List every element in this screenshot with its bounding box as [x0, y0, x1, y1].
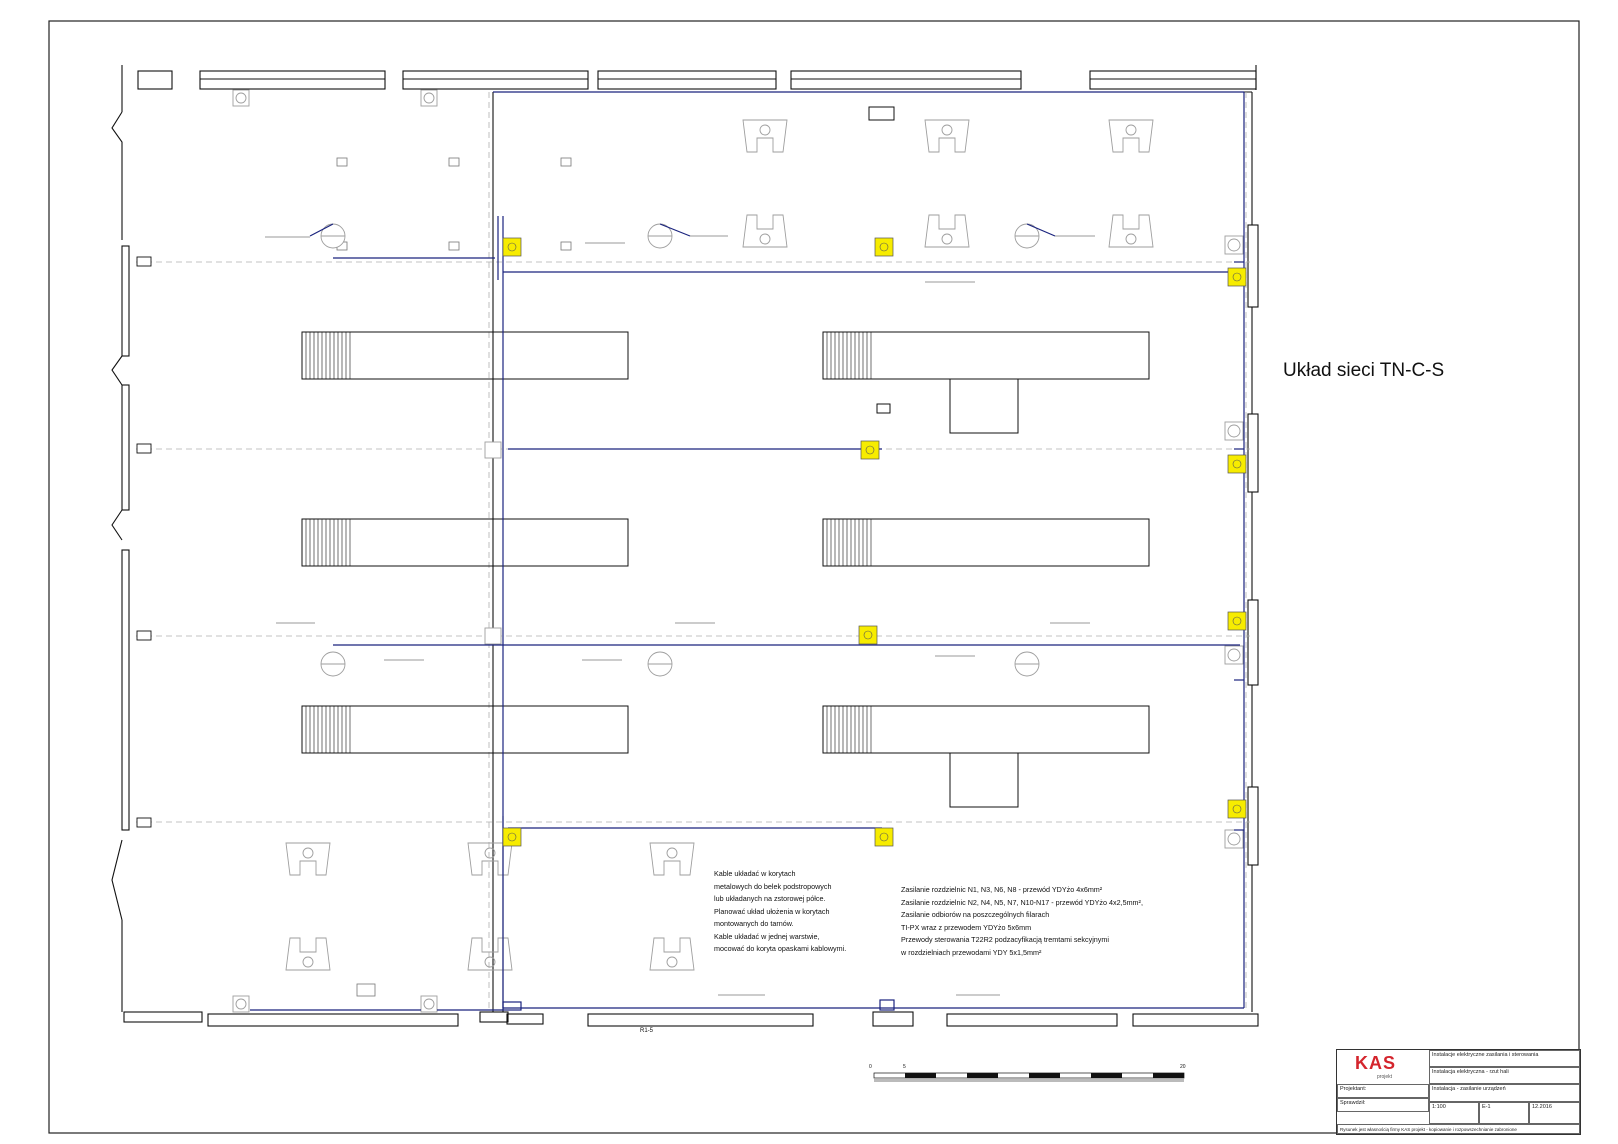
- network-system-label: Układ sieci TN-C-S: [1283, 360, 1445, 381]
- designer-field: Projektant:: [1337, 1084, 1429, 1098]
- note-line: metalowych do belek podstropowych: [714, 881, 832, 891]
- note-line: Kable układać w korytach: [714, 869, 796, 878]
- scale-bar: [873, 1072, 1185, 1082]
- bed-stripes: [305, 332, 872, 753]
- drawing-title: Instalacja elektryczna - rzut hali: [1429, 1067, 1580, 1084]
- cable-routing-note: Kable układać w korytach metalowych do b…: [714, 868, 846, 956]
- logo-subtext: projekt: [1377, 1074, 1393, 1080]
- scale-right-label: 20: [1180, 1064, 1186, 1070]
- sheet-title: Instalacja - zasilanie urządzeń: [1429, 1084, 1580, 1102]
- panel-circles: [507, 242, 1242, 842]
- column-markers: [136, 256, 152, 828]
- ceiling-fixtures: [336, 157, 572, 997]
- date-field: 12.2016: [1529, 1102, 1580, 1124]
- machine-symbols: [285, 119, 1154, 971]
- distribution-panels: [502, 237, 1247, 847]
- scale-field: 1:100: [1429, 1102, 1479, 1124]
- note-line: Zasilanie odbiorów na poszczególnych fil…: [901, 910, 1050, 919]
- title-block: KAS projekt Instalacje elektryczne zasil…: [1336, 1049, 1581, 1135]
- note-line: Kable układać w jednej warstwie,: [714, 931, 820, 941]
- project-name: Instalacje elektryczne zasilania i stero…: [1429, 1050, 1580, 1067]
- scale-left-label: 0: [869, 1064, 872, 1070]
- machine-beds: [301, 106, 1150, 808]
- note-line: Zasilanie rozdzielnic N2, N4, N5, N7, N1…: [901, 897, 1143, 907]
- checker-field: Sprawdził:: [1337, 1098, 1429, 1112]
- note-line: Zasilanie rozdzielnic N1, N3, N6, N8 - p…: [901, 885, 1103, 894]
- note-line: Przewody sterowania T22R2 podzacyfikacją…: [901, 935, 1109, 944]
- supply-note: Zasilanie rozdzielnic N1, N3, N6, N8 - p…: [901, 884, 1143, 959]
- note-line: montowanych do tarnów.: [714, 919, 794, 928]
- company-logo: KAS projekt: [1341, 1053, 1429, 1081]
- footer-note: Rysunek jest własnością firmy KAS projek…: [1337, 1124, 1580, 1134]
- note-line: lub układanych na zstorowej półce.: [714, 894, 826, 903]
- scale-mid-label: 5: [903, 1064, 906, 1070]
- note-line: Planować układ ułożenia w korytach: [714, 906, 830, 916]
- sheet-border: [48, 20, 1580, 1134]
- axis-label-bottom: R1-5: [640, 1028, 654, 1034]
- cable-routes: [250, 91, 1245, 1011]
- label-leaders: [265, 235, 1095, 996]
- note-line: TI-PX wraz z przewodem YDYżo 5x6mm: [901, 922, 1032, 932]
- note-line: w rozdzielniach przewodami YDY 5x1,5mm²: [901, 947, 1042, 957]
- sheet-number: E-1: [1479, 1102, 1529, 1124]
- note-line: mocować do koryta opaskami kablowymi.: [714, 944, 847, 953]
- grid-axes: [136, 92, 1250, 1012]
- logo-text: KAS: [1355, 1053, 1397, 1073]
